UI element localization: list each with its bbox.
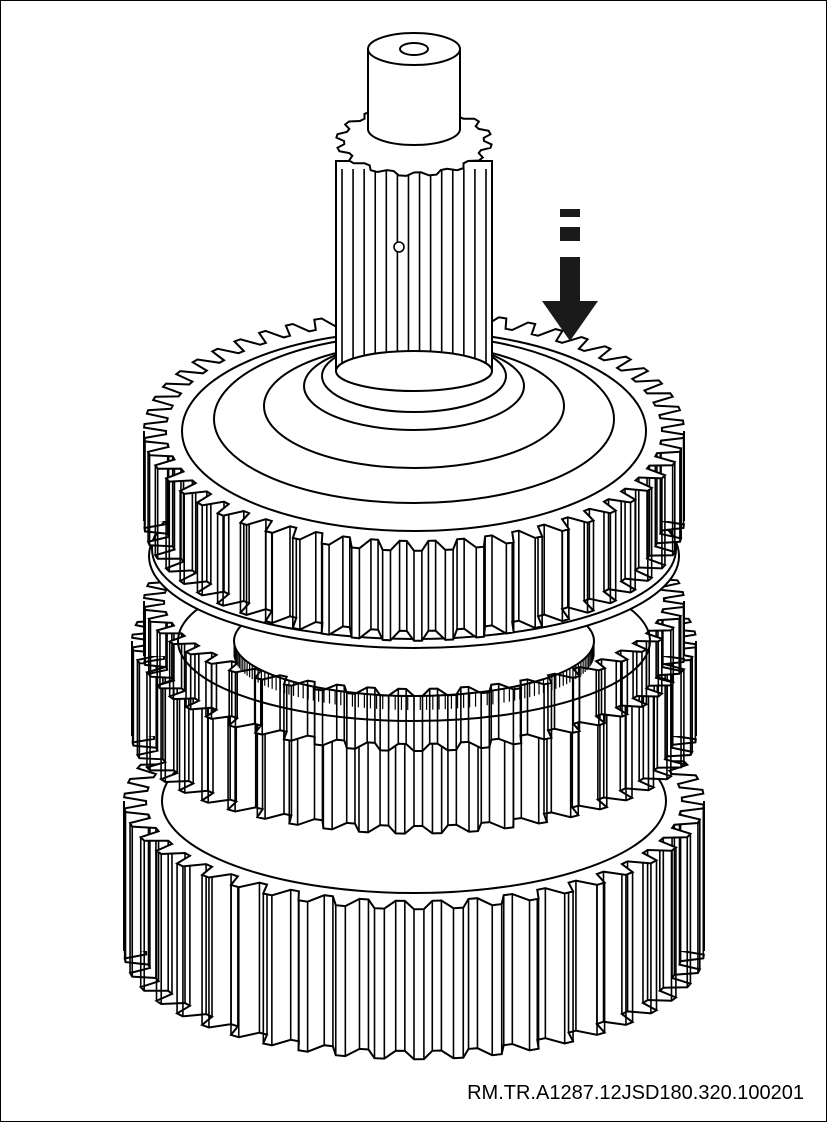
arrow-dash-2 — [560, 227, 580, 241]
arrow-dash-1 — [560, 209, 580, 217]
arrow-head — [542, 301, 598, 341]
arrow-down-dashed-icon — [542, 209, 598, 341]
arrow-shaft — [560, 257, 580, 303]
shaft-body — [335, 160, 493, 372]
top-gear-with-synchro-ring — [142, 310, 686, 649]
figure-reference-code: RM.TR.A1287.12JSD180.320.100201 — [467, 1082, 804, 1104]
shaft-oil-hole — [393, 241, 405, 253]
shaft-base — [335, 350, 493, 392]
top-gear-body — [142, 310, 686, 642]
shaft-center-hole — [399, 42, 429, 56]
splined-shaft — [335, 32, 493, 392]
